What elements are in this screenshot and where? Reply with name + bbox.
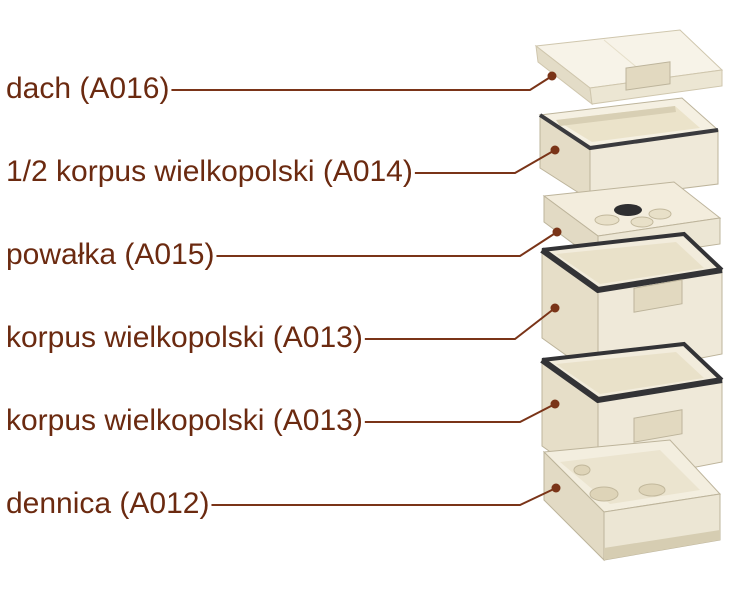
bottom-board-part bbox=[542, 439, 722, 562]
label-bottom-board: dennica (A012) bbox=[6, 487, 210, 520]
half-body-part bbox=[538, 61, 720, 201]
label-inner-cover: powałka (A015) bbox=[6, 238, 215, 271]
label-roof: dach (A016) bbox=[6, 72, 170, 105]
roof-part bbox=[534, 29, 724, 106]
label-body-1: korpus wielkopolski (A013) bbox=[6, 321, 363, 354]
label-body-2: korpus wielkopolski (A013) bbox=[6, 404, 363, 437]
label-half-body: 1/2 korpus wielkopolski (A014) bbox=[6, 155, 413, 188]
